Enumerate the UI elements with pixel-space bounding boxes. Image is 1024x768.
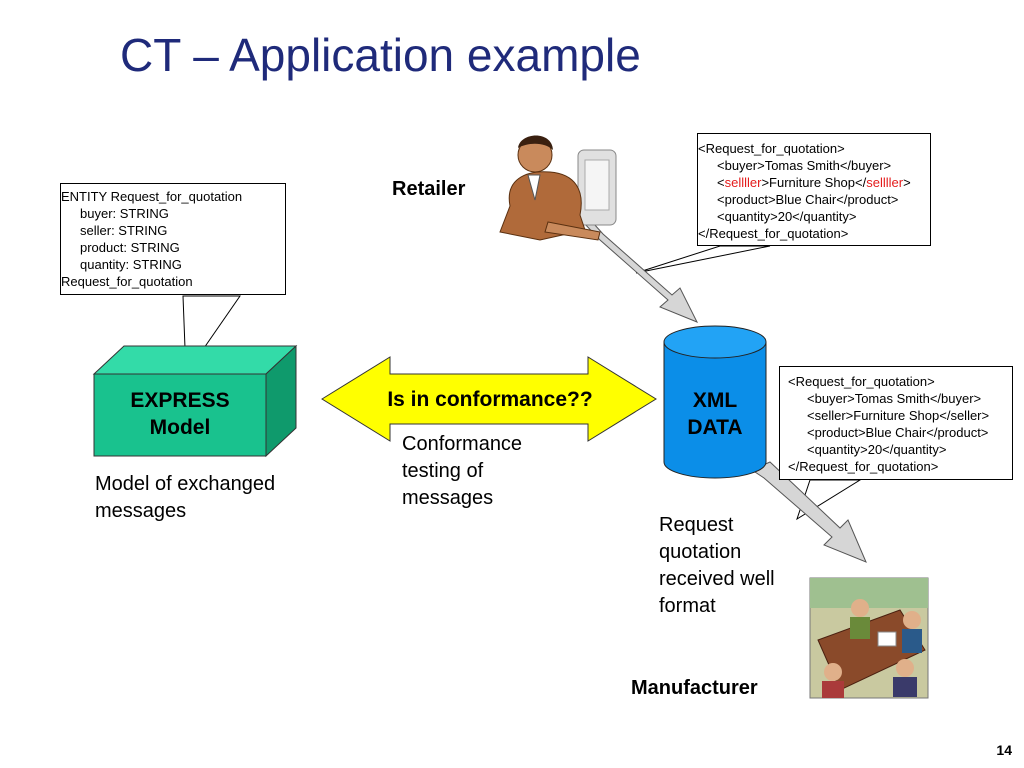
xml-line: </Request_for_quotation> [698,226,849,241]
xml-bracket: < [717,175,725,190]
express-model-label: EXPRESS Model [94,387,266,441]
xml-line: </Request_for_quotation> [788,459,939,474]
entity-line: Request_for_quotation [61,274,193,289]
ct-caption-line: testing of [402,460,484,482]
xml-line: <Request_for_quotation> [698,141,845,156]
entity-callout-box: ENTITY Request_for_quotation buyer: STRI… [60,183,286,295]
misspelled-tag: sellller [724,175,762,190]
retailer-label: Retailer [392,178,466,200]
xml-data-cylinder [663,325,767,479]
retailer-xml-callout: <Request_for_quotation> <buyer>Tomas Smi… [697,133,931,246]
manufacturer-xml-callout: <Request_for_quotation> <buyer>Tomas Smi… [779,366,1013,480]
model-caption-line: messages [95,500,187,522]
person-at-computer-icon [499,135,617,241]
express-label-line1: EXPRESS [130,389,230,412]
model-caption-line: Model of exchanged [95,473,276,495]
xml-text: >Furniture Shop</ [761,175,867,190]
conformance-double-arrow [321,356,657,442]
xml-line: <product>Blue Chair</product> [717,192,899,207]
request-caption-line: Request [659,514,734,536]
slide-title: CT – Application example [120,29,641,81]
xml-line: <product>Blue Chair</product> [807,425,989,440]
conformance-caption: Conformance testing of messages [402,431,522,512]
xml-line: <seller>Furniture Shop</seller> [807,408,990,423]
request-caption: Request quotation received well format [659,512,775,620]
express-label-line2: Model [149,416,211,439]
business-meeting-icon [809,577,929,699]
misspelled-tag: sellller [866,175,904,190]
model-caption: Model of exchanged messages [95,471,275,525]
xml-line: <buyer>Tomas Smith</buyer> [717,158,892,173]
xml-label-line1: XML [692,389,738,412]
xml-bracket: > [903,175,911,190]
express-model-box [92,344,298,458]
xml-line: <buyer>Tomas Smith</buyer> [807,391,982,406]
conformance-question: Is in conformance?? [387,388,593,411]
entity-line: buyer: STRING [80,206,169,221]
request-caption-line: received well [659,568,775,590]
flow-arrow-retailer-to-xml [582,212,699,323]
manufacturer-label: Manufacturer [631,677,758,699]
request-caption-line: format [659,595,716,617]
page-number: 14 [996,742,1012,758]
xml-line: <quantity>20</quantity> [717,209,857,224]
entity-line: quantity: STRING [80,257,182,272]
xml-label-line2: DATA [687,416,743,439]
retailer-callout-pointer [635,245,771,274]
xml-line: <Request_for_quotation> [788,374,935,389]
ct-caption-line: messages [402,487,494,509]
entity-line: seller: STRING [80,223,168,238]
entity-line: ENTITY Request_for_quotation [61,189,243,204]
entity-line: product: STRING [80,240,180,255]
xml-line: <quantity>20</quantity> [807,442,947,457]
xml-line-error: <sellller>Furniture Shop</sellller> [698,174,930,191]
flow-arrow-xml-to-manufacturer [750,461,867,563]
request-caption-line: quotation [659,541,742,563]
ct-caption-line: Conformance [402,433,523,455]
xml-data-label: XML DATA [664,387,766,441]
